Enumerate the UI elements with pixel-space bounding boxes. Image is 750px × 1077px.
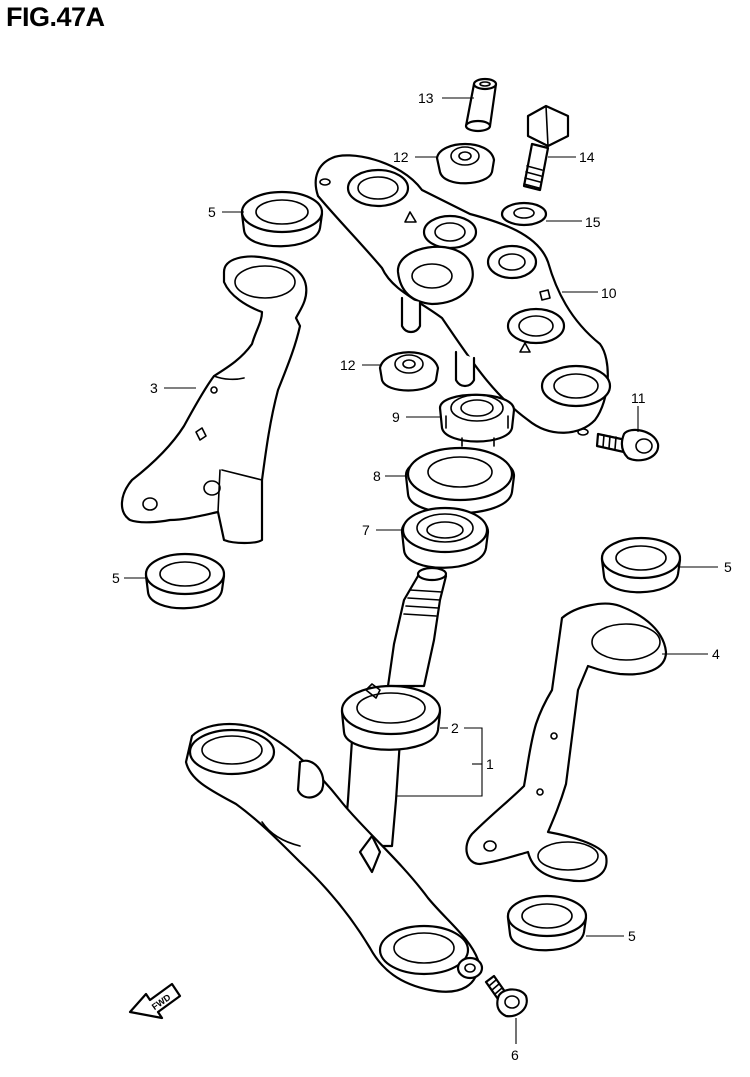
- part-9-nut: [438, 393, 516, 447]
- callout-12-lower: 12: [340, 357, 356, 373]
- callout-7: 7: [362, 522, 370, 538]
- callout-2: 2: [451, 720, 459, 736]
- part-3-left-bracket: [120, 255, 308, 545]
- part-12-upper-cushion: [435, 142, 496, 185]
- callout-12-upper: 12: [393, 149, 409, 165]
- part-4-right-bracket: [465, 602, 668, 882]
- callout-14: 14: [579, 149, 595, 165]
- part-15-washer: [500, 201, 548, 227]
- callout-9: 9: [392, 409, 400, 425]
- part-10-upper-bracket: [314, 154, 612, 436]
- part-5-grommet-bottom-right: [506, 894, 588, 952]
- part-5-grommet-mid-left: [144, 552, 226, 610]
- callout-6: 6: [511, 1047, 519, 1063]
- part-1-steering-stem: [184, 566, 484, 993]
- callout-1: 1: [486, 756, 494, 772]
- callout-10: 10: [601, 285, 617, 301]
- callout-labels: 13 12 14 15 10 11 12 9 8 7 5 3 5 5 4 5 2…: [112, 90, 732, 1063]
- figure-title: FIG.47A: [6, 2, 105, 32]
- part-11-bolt: [595, 428, 660, 462]
- part-7-bearing: [400, 506, 490, 569]
- callout-5-top-left: 5: [208, 204, 216, 220]
- part-13-spacer: [464, 77, 498, 133]
- part-6-bolt: [484, 974, 528, 1018]
- callout-8: 8: [373, 468, 381, 484]
- part-8-dust-seal: [404, 446, 516, 515]
- part-5-grommet-mid-right: [600, 536, 682, 594]
- callout-5-mid-right: 5: [724, 559, 732, 575]
- callout-5-mid-left: 5: [112, 570, 120, 586]
- callout-11: 11: [631, 390, 646, 406]
- part-14-bolt: [522, 104, 570, 192]
- callout-13: 13: [418, 90, 434, 106]
- part-5-grommet-top-left: [240, 190, 324, 248]
- fwd-arrow-icon: FWD: [128, 982, 182, 1020]
- leader-lines: [124, 97, 718, 1044]
- part-12-lower-cushion: [378, 351, 440, 392]
- callout-5-bottom-right: 5: [628, 928, 636, 944]
- callout-15: 15: [585, 214, 601, 230]
- callout-3: 3: [150, 380, 158, 396]
- callout-4: 4: [712, 646, 720, 662]
